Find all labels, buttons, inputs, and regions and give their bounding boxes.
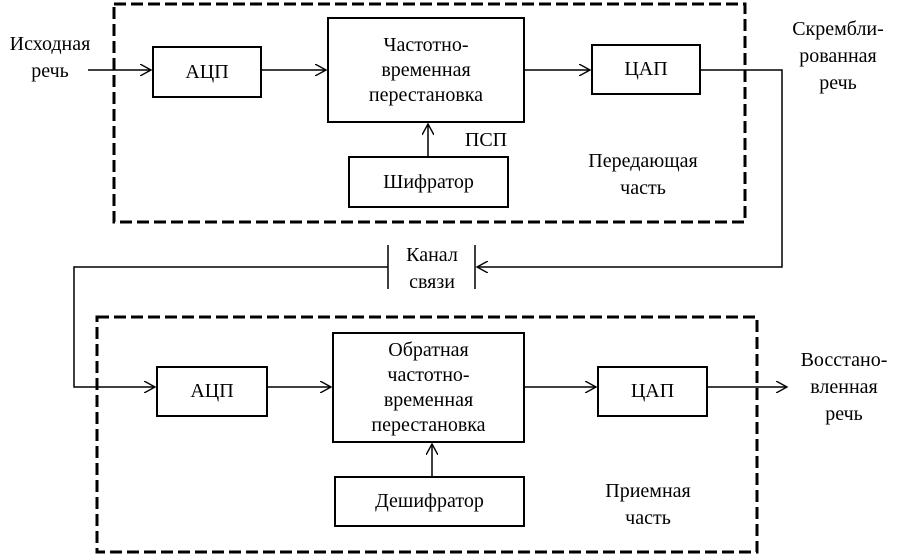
rx-dac-box [597,366,708,417]
psp-label: ПСП [464,129,508,151]
input-speech-label: Исходная речь [9,33,91,82]
scrambled-output-line [477,69,783,267]
restored-speech-label: Восстано- вленная речь [800,349,888,425]
decoder-label: Дешифратор [375,490,484,512]
tx-adc-label: АЦП [185,60,229,83]
tx-adc-box [152,46,262,98]
tx-dac-box [591,44,701,95]
transmitter-title: Передающая часть [588,150,698,199]
tx-dac-label: ЦАП [624,58,668,80]
rx-dac-label: ЦАП [630,380,675,402]
encoder-box [348,156,509,208]
scrambled-speech-label: Скрембли- рованная речь [792,18,884,94]
receiver-frame [95,315,759,554]
channel-to-receiver-line [73,266,388,387]
rx-adc-box [156,366,268,417]
rx-permutation-label: Обратная частотно- временная перестановк… [371,338,486,436]
tx-permutation-label: Частотно- временная перестановка [368,33,484,106]
rx-permutation-box [332,332,525,443]
channel-label: Канал связи [406,244,458,293]
transmitter-frame [112,2,747,224]
decoder-box [334,476,525,527]
encoder-label: Шифратор [383,170,474,193]
rx-adc-label: АЦП [190,380,234,402]
receiver-title: Приемная часть [605,480,691,529]
